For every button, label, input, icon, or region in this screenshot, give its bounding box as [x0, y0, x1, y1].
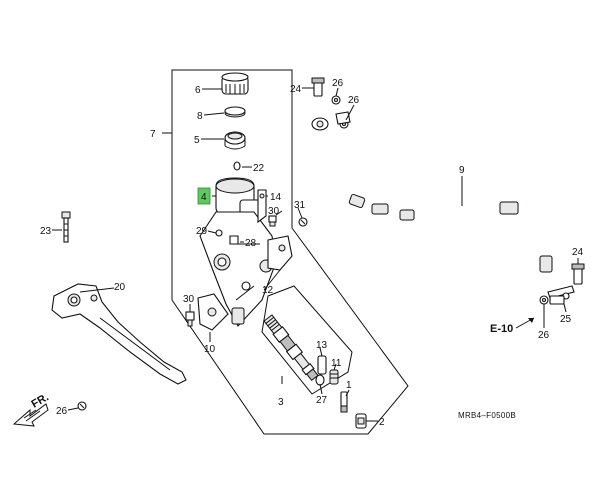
label-part-5: 5 [194, 135, 200, 146]
e10-reference-label: E-10 [490, 323, 513, 335]
reservoir-cap[interactable] [221, 72, 249, 95]
push-rod-13[interactable] [317, 355, 327, 375]
label-part-26-upper-b: 26 [348, 95, 360, 106]
label-part-14: 14 [270, 192, 282, 203]
holder-bracket[interactable] [257, 189, 267, 224]
banjo-upper[interactable] [311, 77, 329, 131]
brake-lever[interactable] [51, 283, 187, 385]
washer-26-upper-a[interactable] [331, 95, 341, 105]
bracket-12[interactable] [267, 235, 293, 271]
label-part-2: 2 [379, 417, 385, 428]
leader-lines [52, 87, 579, 422]
bolt-30-upper[interactable] [268, 215, 277, 227]
label-part-30-upper: 30 [268, 206, 280, 217]
label-part-20: 20 [114, 282, 126, 293]
label-part-26-upper-a: 26 [332, 78, 344, 89]
circlip-27[interactable] [315, 374, 325, 386]
label-part-22: 22 [253, 163, 265, 174]
label-part-24-lower: 24 [572, 247, 584, 258]
brake-hose[interactable] [308, 132, 566, 273]
screw-25-lower[interactable] [549, 295, 565, 305]
screw-31[interactable] [298, 217, 308, 227]
pivot-bolt-1[interactable] [340, 391, 348, 413]
label-part-27: 27 [316, 395, 328, 406]
label-part-10: 10 [204, 344, 216, 355]
bolt-23[interactable] [61, 211, 71, 243]
label-part-28: 28 [245, 238, 257, 249]
boot-11[interactable] [329, 369, 339, 385]
label-part-12: 12 [262, 285, 274, 296]
master-cylinder-body[interactable] [199, 177, 277, 327]
cover-plate-10[interactable] [197, 293, 229, 331]
assembly-boundary [171, 69, 409, 435]
label-part-30-lower: 30 [183, 294, 195, 305]
highlight-part-4 [197, 187, 211, 205]
label-part-11: 11 [331, 358, 342, 369]
bolt-30-lower[interactable] [185, 311, 195, 327]
label-part-26-lower: 26 [538, 330, 550, 341]
label-part-29: 29 [196, 226, 208, 237]
label-part-25-front: 26 [56, 406, 68, 417]
label-part-4: 4 [201, 192, 207, 203]
label-part-9: 9 [459, 165, 465, 176]
label-part-7: 7 [150, 129, 156, 140]
screw-25-front[interactable] [77, 401, 87, 411]
label-part-24-upper: 24 [290, 84, 302, 95]
label-part-3: 3 [278, 397, 284, 408]
front-arrow [12, 403, 49, 427]
bolt-28[interactable] [229, 235, 239, 245]
washer-29[interactable] [215, 229, 223, 237]
label-part-8: 8 [197, 111, 203, 122]
piston-set[interactable] [263, 314, 319, 382]
drawing-code: MRB4–F0500B [458, 411, 516, 420]
pivot-nut-2[interactable] [355, 413, 367, 429]
washer-26-lower-a[interactable] [539, 295, 549, 305]
e10-arrow [515, 317, 535, 329]
label-part-31: 31 [294, 200, 306, 211]
banjo-lower[interactable] [547, 263, 585, 299]
label-part-25-lower: 25 [560, 314, 572, 325]
label-part-23: 23 [40, 226, 52, 237]
label-part-13: 13 [316, 340, 328, 351]
fitting-upper[interactable] [335, 111, 351, 125]
label-part-6: 6 [195, 85, 201, 96]
diaphragm[interactable] [224, 131, 246, 150]
label-part-1: 1 [346, 380, 352, 391]
cap-plate[interactable] [224, 106, 246, 118]
piston-set-box [261, 285, 353, 395]
o-ring-22[interactable] [233, 161, 241, 171]
